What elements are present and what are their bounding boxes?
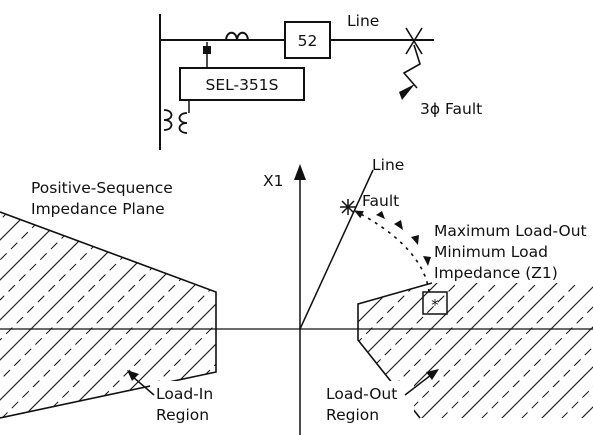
max-load-label-line2: Minimum Load <box>434 243 548 261</box>
load-in-label-line2: Region <box>156 406 209 424</box>
hatch-line <box>0 212 71 418</box>
fault-label: 3ϕ Fault <box>420 100 482 118</box>
load-out-label-bg <box>322 381 414 425</box>
plane-title-line1: Positive-Sequence <box>31 179 173 197</box>
fault-trajectory <box>354 210 430 293</box>
max-load-label-line1: Maximum Load-Out <box>434 222 587 240</box>
load-out-region-boundary <box>357 282 433 419</box>
x1-axis-arrow <box>294 164 306 180</box>
current-transformer-icon <box>225 31 249 42</box>
hatch-line <box>479 283 593 418</box>
hatch-line <box>0 212 51 418</box>
fault-cross-b <box>405 27 423 55</box>
load-point-star: * <box>431 296 439 314</box>
hatch-line <box>0 212 171 418</box>
x1-axis-label: X1 <box>263 172 283 190</box>
line-impedance-label: Line <box>372 156 404 174</box>
load-in-region-boundary <box>0 211 217 419</box>
relay-box <box>179 67 305 101</box>
load-in-label-bg <box>150 381 242 425</box>
line-label: Line <box>347 12 379 30</box>
single-line-diagram: 52 Line 3ϕ Fault SEL-351S <box>159 12 482 150</box>
breaker-52-box <box>284 21 331 59</box>
hatch-line <box>439 283 593 418</box>
hatch-line <box>0 212 31 418</box>
line-impedance <box>299 169 374 330</box>
impedance-plane: X1 Line Fault * Positive-Sequence Impeda… <box>0 156 593 435</box>
hatch-line <box>519 283 593 418</box>
hatch-line <box>39 212 216 418</box>
potential-transformer-icon <box>163 109 188 134</box>
load-out-label-line2: Region <box>326 406 379 424</box>
hatch-line <box>358 283 491 418</box>
load-out-label-line1: Load-Out <box>326 385 397 403</box>
load-point-box <box>422 291 448 315</box>
load-in-label-line1: Load-In <box>156 385 213 403</box>
load-in-leader <box>132 376 155 396</box>
load-out-leader-arrow <box>426 369 439 380</box>
hatch-line <box>358 283 531 418</box>
plane-title-line2: Impedance Plane <box>31 200 165 218</box>
load-in-leader-arrow <box>127 370 139 381</box>
hatch-line <box>0 212 91 418</box>
load-out-leader <box>404 374 432 396</box>
hatch-line <box>399 283 593 418</box>
hatch-line <box>0 212 131 418</box>
fault-point-marker <box>340 199 356 215</box>
breaker-label: 52 <box>298 32 318 50</box>
fault-arrowhead <box>399 84 415 100</box>
relay-label: SEL-351S <box>205 76 278 94</box>
ct-terminal-dot <box>203 46 211 54</box>
fault-point-label: Fault <box>362 192 399 210</box>
trajectory-arrow-icons <box>376 211 431 266</box>
fault-lightning-icon <box>402 44 421 89</box>
max-load-label-line3: Impedance (Z1) <box>434 264 558 282</box>
